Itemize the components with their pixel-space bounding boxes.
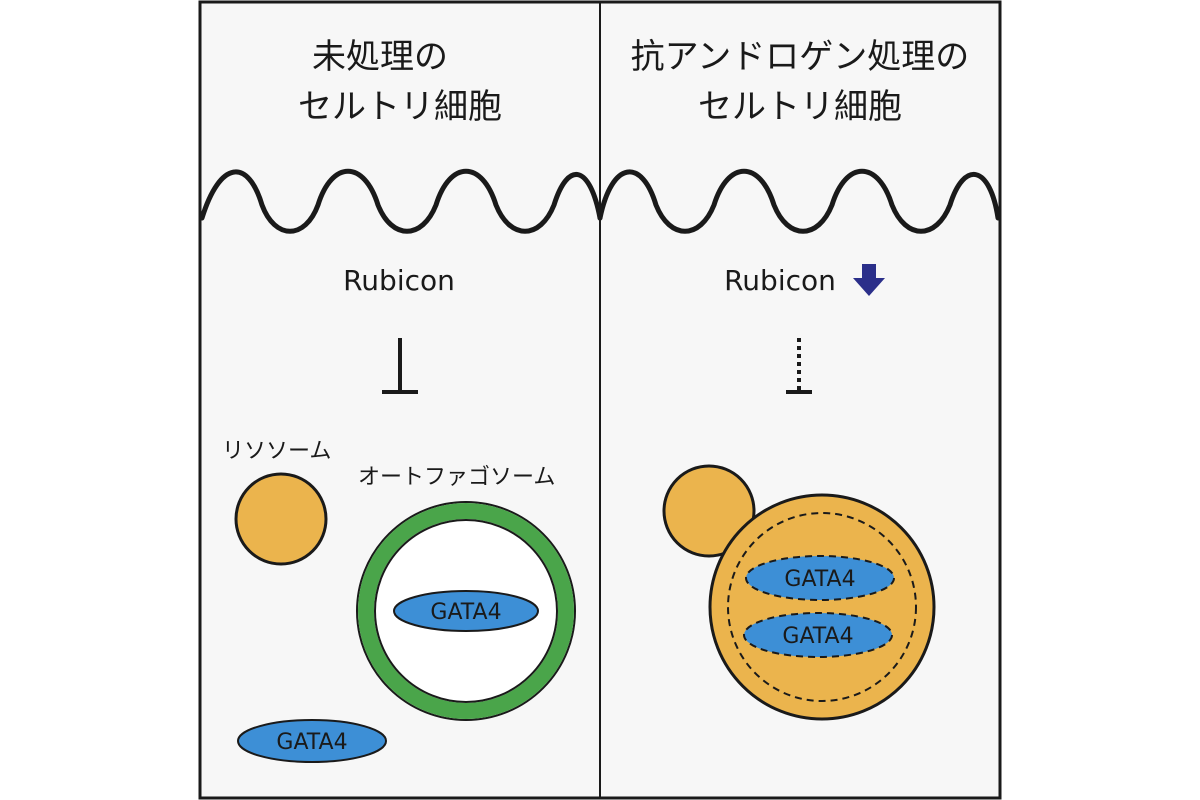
gata4-label: GATA4 — [784, 567, 855, 592]
right-rubicon-label: Rubicon — [724, 264, 836, 297]
left-panel: 未処理の セルトリ細胞 Rubicon リソソーム オートファゴソーム GATA… — [199, 37, 603, 763]
autophagosome-label: オートファゴソーム — [358, 465, 555, 490]
gata4-label: GATA4 — [430, 600, 501, 625]
right-title-line2: セルトリ細胞 — [698, 87, 902, 127]
gata4-label: GATA4 — [782, 624, 853, 649]
left-rubicon-label: Rubicon — [343, 264, 455, 297]
right-panel: 抗アンドロゲン処理の セルトリ細胞 Rubicon GATA4 GATA4 — [597, 37, 1001, 721]
autolysosome — [662, 464, 936, 721]
left-membrane — [199, 168, 603, 234]
gata4-free: GATA4 — [237, 719, 387, 763]
fusing-lysosome — [662, 464, 756, 558]
right-membrane — [597, 168, 1001, 234]
right-title-line1: 抗アンドロゲン処理の — [631, 37, 970, 77]
inhibition-symbol — [382, 338, 418, 394]
gata4-in-autophagosome: GATA4 — [393, 590, 539, 632]
inner-membrane — [727, 512, 917, 702]
down-arrow-icon — [853, 264, 885, 296]
weakened-inhibition-symbol — [786, 338, 812, 394]
gata4-degrading-upper: GATA4 — [745, 555, 895, 601]
gata4-degrading-lower: GATA4 — [743, 612, 893, 658]
left-title-line1: 未処理の — [312, 37, 448, 77]
fused-vesicle — [708, 493, 936, 721]
lysosome — [234, 472, 328, 566]
lysosome-label: リソソーム — [222, 439, 331, 464]
left-title-line2: セルトリ細胞 — [298, 87, 502, 127]
gata4-label: GATA4 — [276, 730, 347, 755]
